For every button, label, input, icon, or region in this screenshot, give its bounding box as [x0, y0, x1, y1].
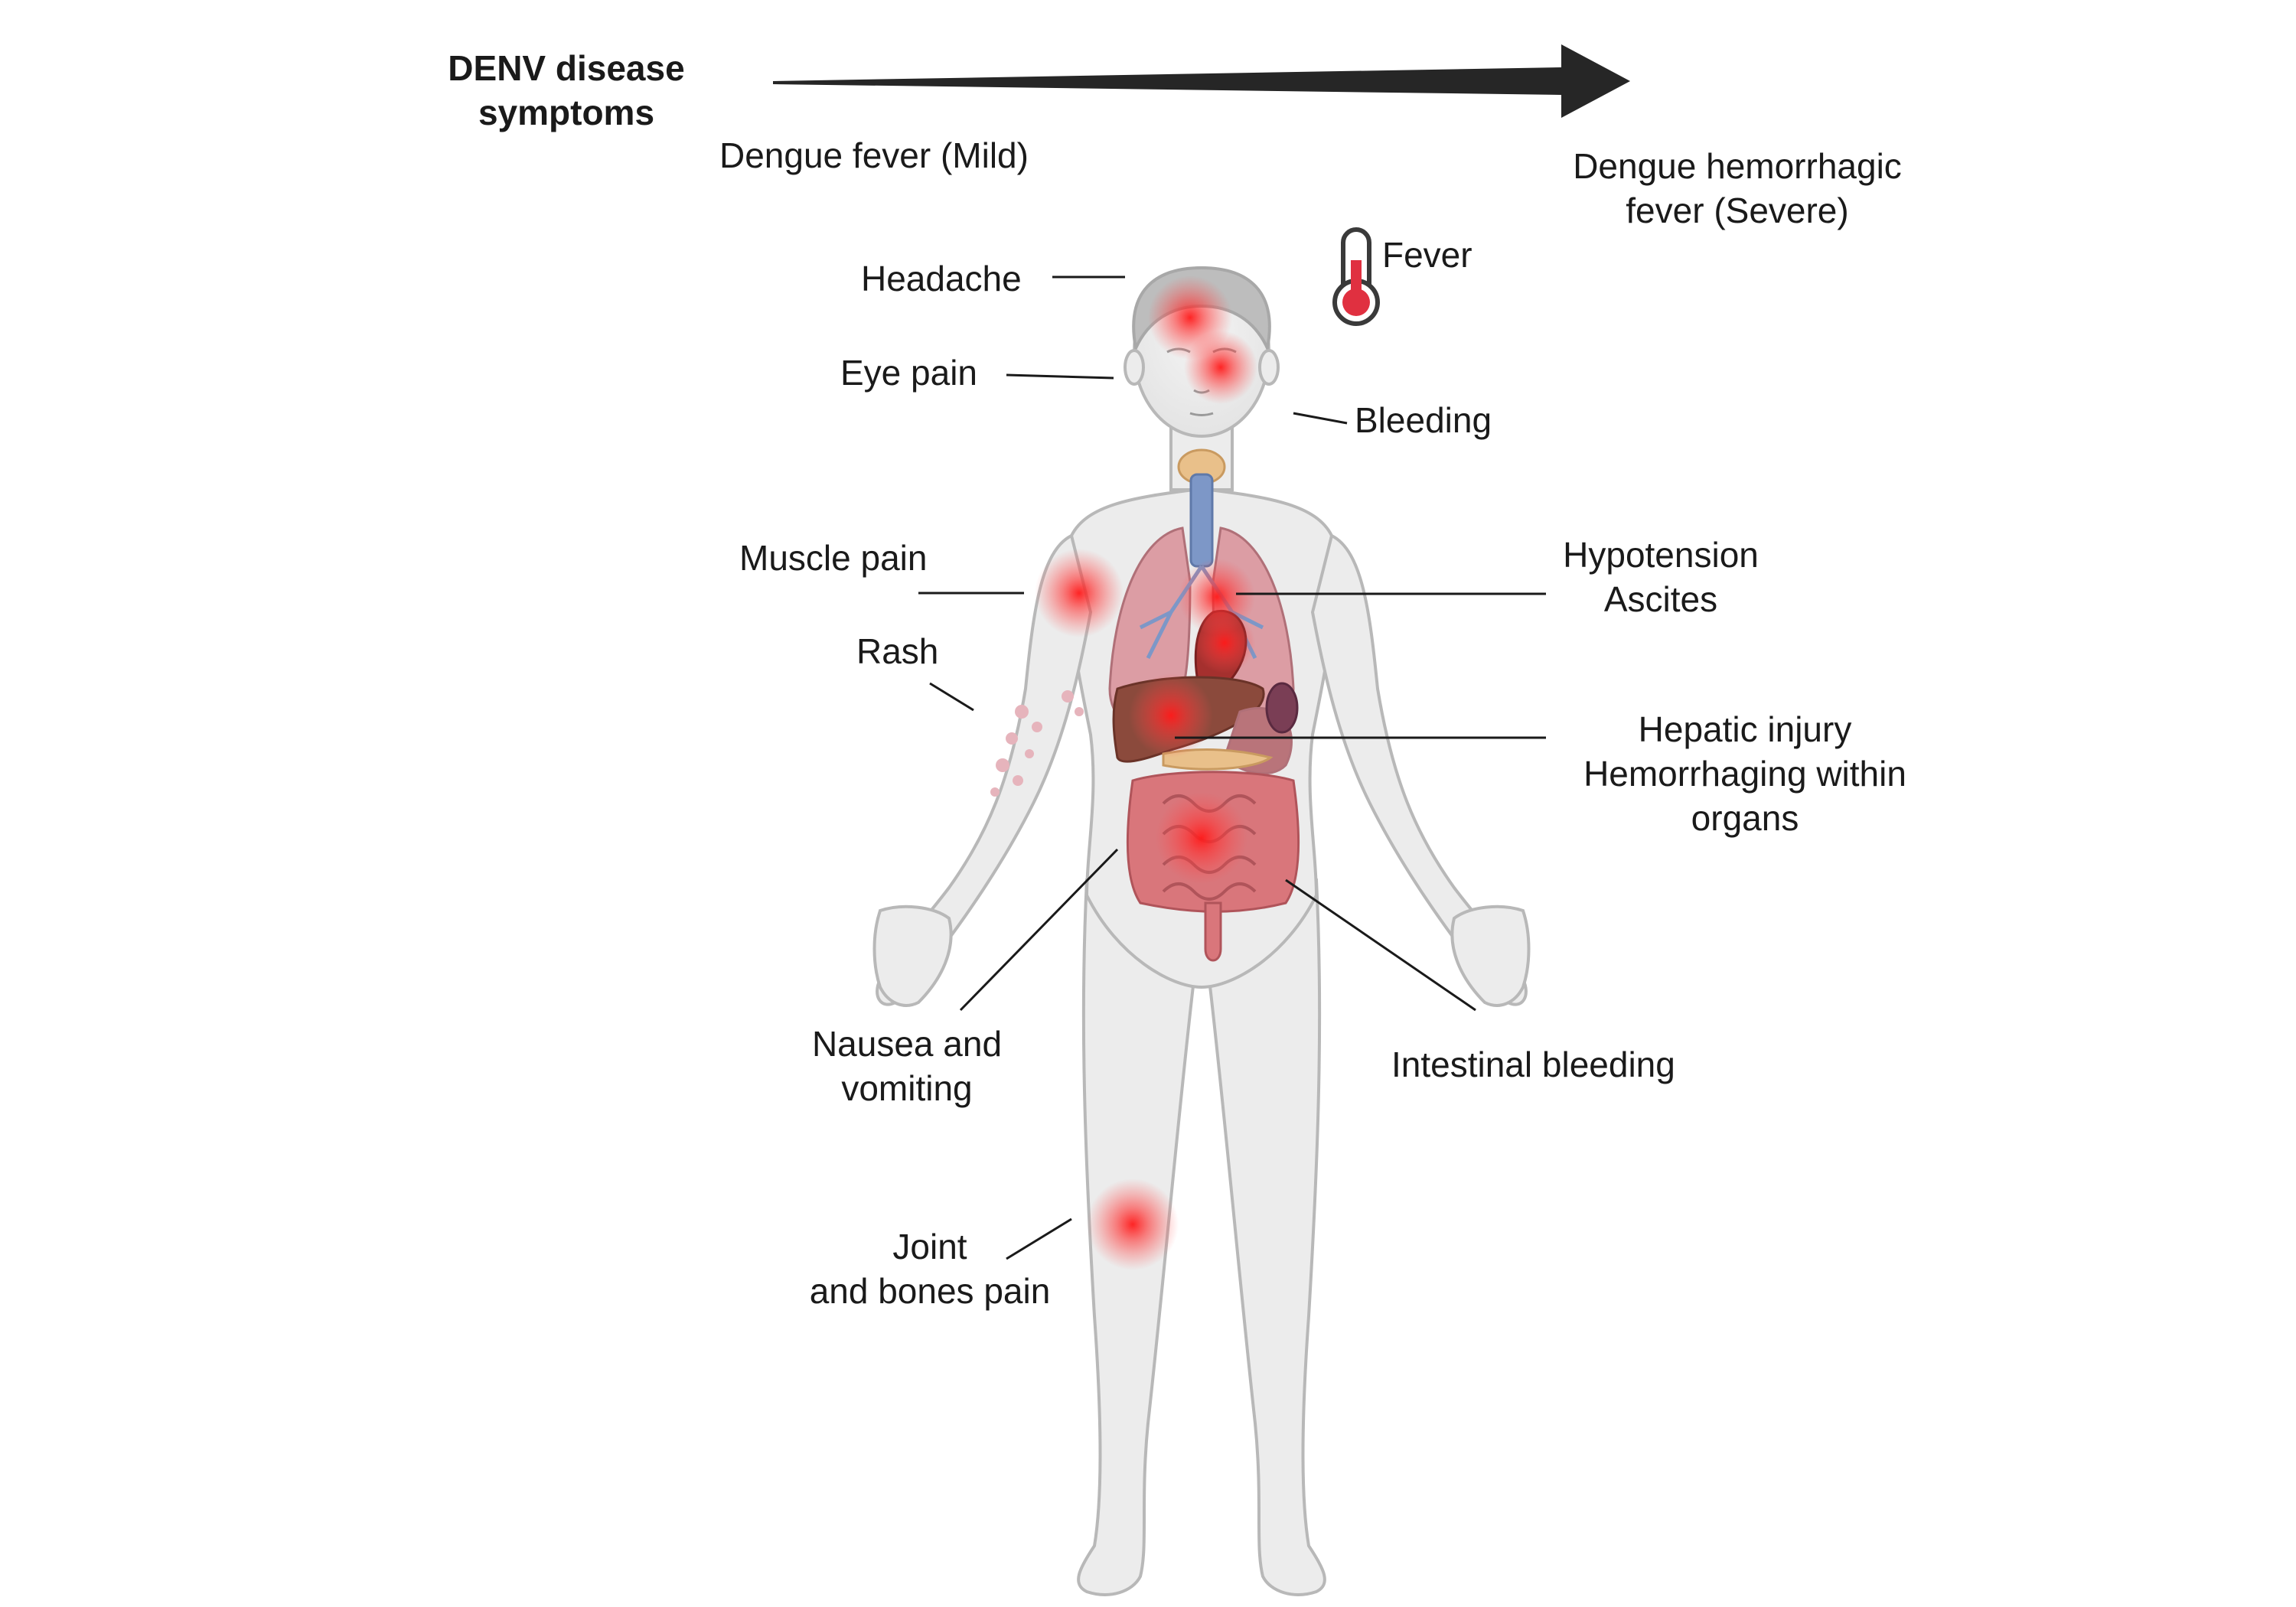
headache-label: Headache	[861, 259, 1022, 298]
muscle-pain-label: Muscle pain	[739, 538, 928, 578]
fever-label: Fever	[1382, 235, 1473, 275]
title-line-1: DENV disease	[448, 48, 685, 88]
bleeding-label: Bleeding	[1355, 400, 1492, 440]
hypotension-ascites-label: Hypotension Ascites	[1531, 533, 1791, 621]
hypotension-text: Hypotension	[1563, 535, 1759, 575]
hemorrhaging-line-1: Hemorrhaging within	[1583, 754, 1906, 794]
mild-stage-label: Dengue fever (Mild)	[719, 135, 1029, 175]
pain-spot-heart	[1194, 612, 1255, 673]
intestinal-bleeding-label: Intestinal bleeding	[1391, 1045, 1675, 1084]
joint-bones-pain-label: Joint and bones pain	[788, 1224, 1071, 1313]
hepatic-injury-text: Hepatic injury	[1638, 709, 1852, 749]
nausea-line-1: Nausea and	[811, 1024, 1003, 1064]
hepatic-hemorrhaging-label: Hepatic injury Hemorrhaging within organ…	[1554, 707, 1936, 840]
thermometer-icon	[1332, 227, 1380, 326]
severe-line-2: fever (Severe)	[1626, 191, 1849, 230]
pain-spot-knee	[1087, 1178, 1179, 1270]
severe-stage-label: Dengue hemorrhagic fever (Severe)	[1546, 144, 1929, 233]
pain-spot-intestine	[1156, 792, 1247, 884]
diagram-title: DENV disease symptoms	[429, 46, 704, 135]
pain-spot-eye	[1184, 331, 1257, 404]
ascites-text: Ascites	[1603, 579, 1718, 619]
pain-spot-shoulder	[1035, 549, 1124, 637]
hemorrhaging-line-2: organs	[1691, 798, 1799, 838]
nausea-vomiting-label: Nausea and vomiting	[781, 1022, 1033, 1110]
eye-pain-label: Eye pain	[840, 353, 978, 393]
title-line-2: symptoms	[478, 93, 655, 132]
pain-spot-liver	[1129, 673, 1213, 758]
rash-spots	[990, 690, 1084, 797]
nausea-line-2: vomiting	[841, 1068, 973, 1108]
rash-label: Rash	[856, 631, 939, 671]
leader-lines	[918, 275, 1546, 1260]
severity-arrow	[773, 44, 1630, 118]
severe-line-1: Dengue hemorrhagic	[1573, 146, 1902, 186]
joint-line-1: Joint	[892, 1227, 967, 1266]
joint-line-2: and bones pain	[809, 1271, 1051, 1311]
